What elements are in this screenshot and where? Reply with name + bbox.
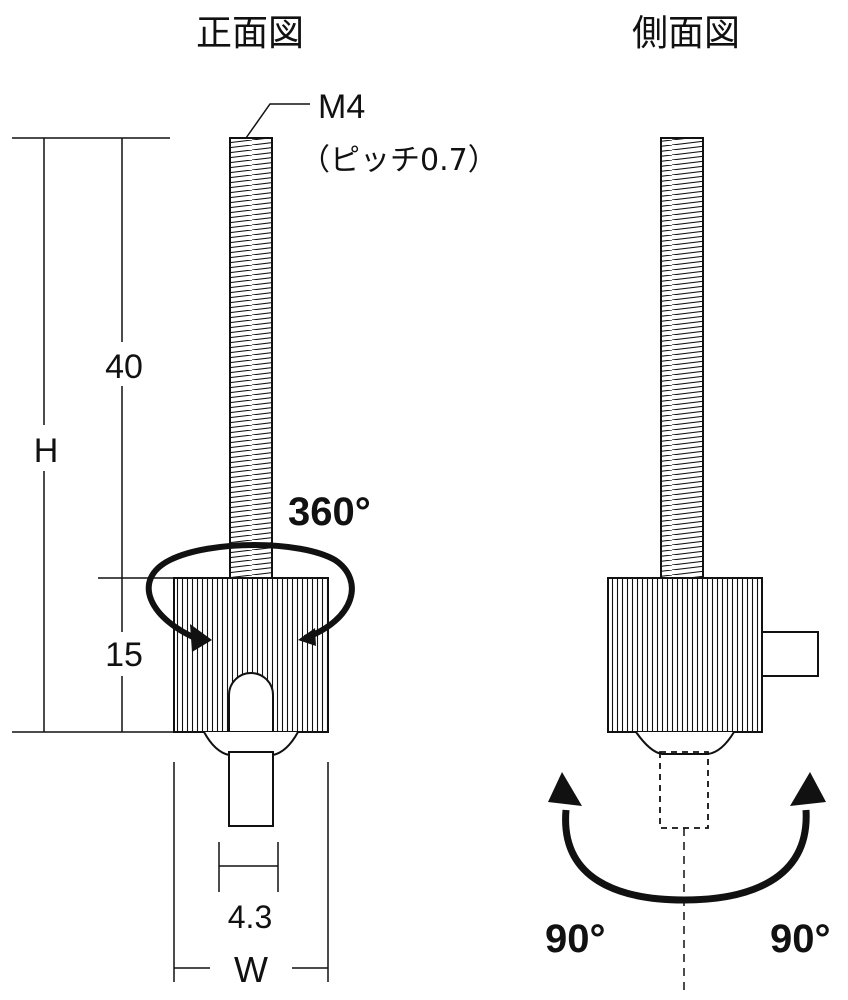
- thread-pitch-label: （ピッチ0.7）: [300, 143, 498, 178]
- side-knurled-head: [607, 577, 763, 733]
- thread-size-label: M4: [318, 88, 365, 126]
- side-view-title: 側面図: [632, 13, 740, 54]
- tilt-arc: [562, 809, 810, 904]
- side-threaded-rod: [660, 137, 704, 579]
- rotation-label: 360°: [288, 490, 371, 534]
- front-head-slot: [228, 672, 274, 733]
- rotation-arrow-head-left: [190, 624, 212, 652]
- tilt-right-label: 90°: [770, 917, 831, 961]
- front-view-title: 正面図: [196, 13, 304, 54]
- tilt-arrow-head-left: [548, 772, 582, 806]
- dim-15-label: 15: [105, 636, 143, 674]
- front-view: 360°: [145, 137, 371, 827]
- dimensions: [12, 103, 329, 982]
- rotation-arrow-back: [145, 542, 355, 643]
- side-shaft-hidden: [659, 751, 709, 829]
- side-ball-joint: [635, 731, 735, 755]
- side-pin: [761, 631, 819, 677]
- dim-w-label: W: [234, 949, 268, 990]
- tilt-arrow-head-right: [790, 772, 826, 806]
- front-shaft: [228, 751, 274, 827]
- dimension-labels: H 40 15 4.3 W M4 （ピッチ0.7）: [30, 88, 498, 990]
- tilt-left-label: 90°: [545, 917, 606, 961]
- rotation-arrow-head-right: [298, 628, 316, 646]
- dim-h-label: H: [34, 432, 59, 470]
- dim-40-label: 40: [105, 348, 143, 386]
- dim-4-3-label: 4.3: [228, 899, 272, 935]
- side-view: 90° 90°: [545, 137, 831, 990]
- front-threaded-rod: [229, 137, 273, 579]
